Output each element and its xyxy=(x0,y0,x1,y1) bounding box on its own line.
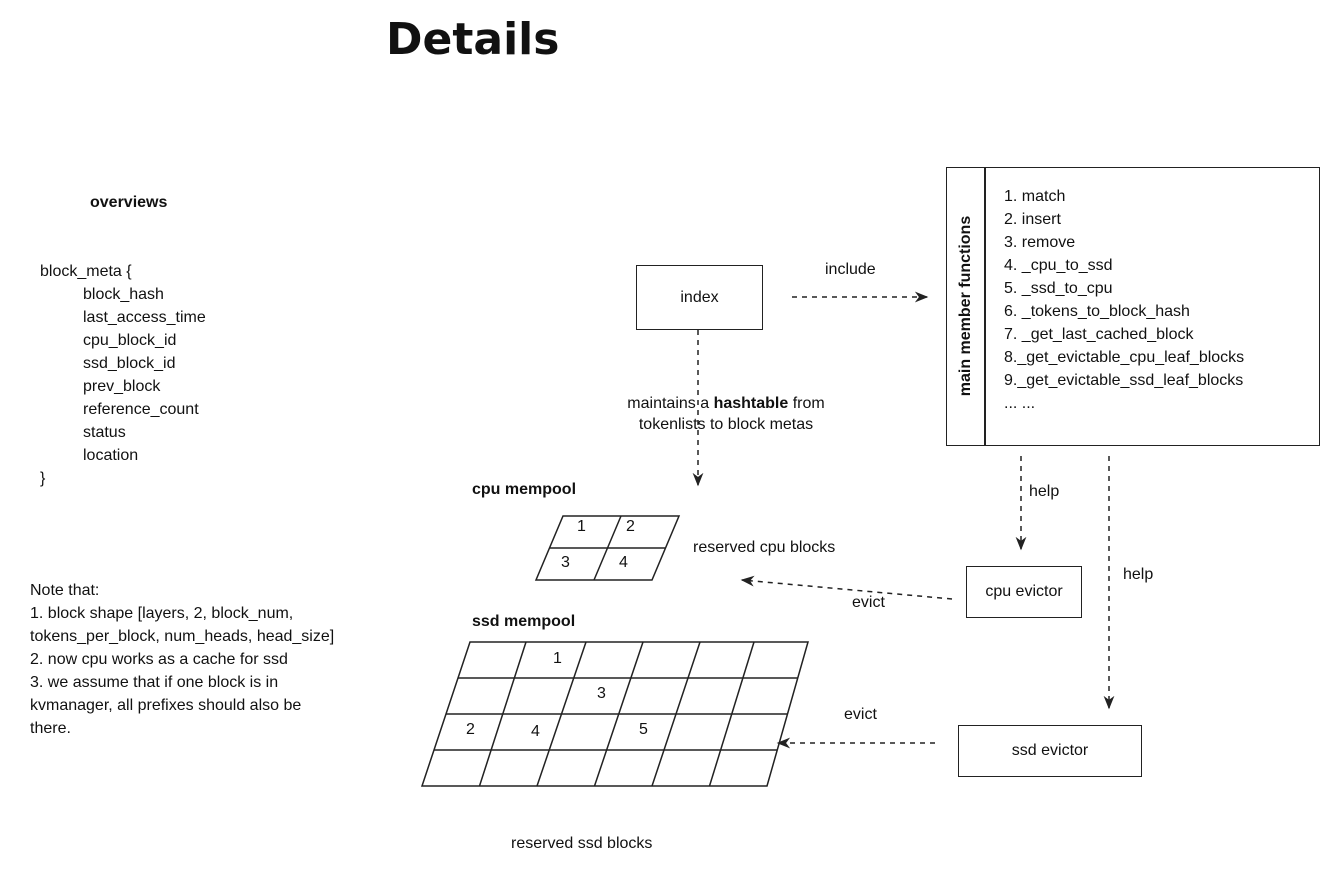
function-item: 2. insert xyxy=(1004,211,1061,228)
function-item: 3. remove xyxy=(1004,234,1076,251)
function-item: 8._get_evictable_cpu_leaf_blocks xyxy=(1004,349,1245,366)
hashtable-label-bold: hashtable xyxy=(713,395,789,412)
cpu-mempool-grid xyxy=(534,515,681,581)
note-line: Note that: xyxy=(30,582,100,599)
block-meta-struct: block_meta { block_hash last_access_time… xyxy=(40,260,206,490)
ssd-mempool-title: ssd mempool xyxy=(472,613,576,630)
functions-list: 1. match 2. insert 3. remove 4. _cpu_to_… xyxy=(1004,185,1244,415)
ssd-mempool-grid xyxy=(420,641,809,787)
function-item: 7. _get_last_cached_block xyxy=(1004,326,1194,343)
block-meta-field: cpu_block_id xyxy=(83,332,177,349)
hashtable-label-line2: tokenlists to block metas xyxy=(638,416,814,433)
function-item: 4. _cpu_to_ssd xyxy=(1004,257,1113,274)
evict-label-ssd: evict xyxy=(844,706,877,723)
block-meta-field: block_hash xyxy=(83,286,164,303)
cpu-mempool-title: cpu mempool xyxy=(472,481,577,498)
functions-title: main member functions xyxy=(957,215,975,397)
note-line: kvmanager, all prefixes should also be xyxy=(30,697,302,714)
overviews-heading: overviews xyxy=(90,194,168,211)
ssd-evictor-box: ssd evictor xyxy=(958,725,1142,777)
ssd-cell-label: 2 xyxy=(466,721,475,738)
note-line: tokens_per_block, num_heads, head_size] xyxy=(30,628,335,645)
functions-box xyxy=(946,167,1320,446)
ssd-mempool-caption: reserved ssd blocks xyxy=(511,835,653,852)
functions-title-container: main member functions xyxy=(947,168,985,444)
hashtable-label-post: from xyxy=(788,395,825,412)
note-line: 1. block shape [layers, 2, block_num, xyxy=(30,605,294,622)
ssd-evictor-label: ssd evictor xyxy=(1011,742,1089,759)
function-item: 9._get_evictable_ssd_leaf_blocks xyxy=(1004,372,1244,389)
evict-label-cpu: evict xyxy=(852,594,885,611)
cpu-cell-label: 1 xyxy=(577,518,586,535)
cpu-evictor-label: cpu evictor xyxy=(985,583,1063,600)
note-line: there. xyxy=(30,720,71,737)
page-title: Details xyxy=(386,14,560,65)
notes-block: Note that: 1. block shape [layers, 2, bl… xyxy=(30,579,334,740)
function-item: 6. _tokens_to_block_hash xyxy=(1004,303,1190,320)
index-label: index xyxy=(680,288,719,306)
cpu-mempool-caption: reserved cpu blocks xyxy=(693,539,836,556)
block-meta-field: ssd_block_id xyxy=(83,355,176,372)
evict-arrow-cpu xyxy=(740,575,953,600)
function-item: 5. _ssd_to_cpu xyxy=(1004,280,1113,297)
help-label-ssd: help xyxy=(1123,566,1154,583)
block-meta-field: reference_count xyxy=(83,401,199,418)
function-item: ... ... xyxy=(1004,395,1036,412)
ssd-cell-label: 4 xyxy=(531,723,540,740)
block-meta-field: prev_block xyxy=(83,378,161,395)
index-box: index xyxy=(636,265,763,330)
block-meta-field: status xyxy=(83,424,126,441)
cpu-cell-label: 3 xyxy=(561,554,570,571)
note-line: 2. now cpu works as a cache for ssd xyxy=(30,651,288,668)
ssd-cell-label: 5 xyxy=(639,721,648,738)
cpu-cell-label: 4 xyxy=(619,554,628,571)
include-label: include xyxy=(825,261,876,278)
ssd-cell-label: 3 xyxy=(597,685,606,702)
note-line: 3. we assume that if one block is in xyxy=(30,674,279,691)
cpu-cell-label: 2 xyxy=(626,518,635,535)
block-meta-field: location xyxy=(83,447,139,464)
block-meta-open: block_meta { xyxy=(40,263,132,280)
function-item: 1. match xyxy=(1004,188,1066,205)
hashtable-label-pre: maintains a xyxy=(627,395,714,412)
functions-box-divider xyxy=(984,167,986,446)
help-label-cpu: help xyxy=(1029,483,1060,500)
hashtable-label: maintains a hashtable from tokenlists to… xyxy=(608,393,844,435)
ssd-cell-label: 1 xyxy=(553,650,562,667)
block-meta-close: } xyxy=(40,470,46,487)
block-meta-field: last_access_time xyxy=(83,309,206,326)
cpu-evictor-box: cpu evictor xyxy=(966,566,1082,618)
